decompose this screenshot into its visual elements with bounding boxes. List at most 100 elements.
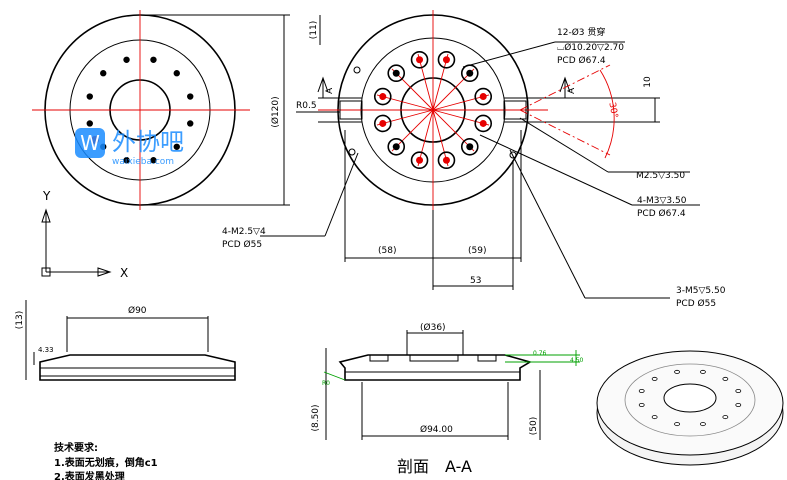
front-rays — [376, 53, 490, 167]
dim-13: (13) — [15, 311, 25, 329]
dim-d36: (Ø36) — [420, 322, 446, 333]
watermark-sub: waixieba.com — [112, 157, 174, 167]
counterbore-hole — [460, 137, 479, 156]
hole-center — [442, 56, 450, 64]
counterbore-hole — [373, 114, 392, 133]
back-hole — [86, 93, 93, 100]
dim-d90: Ø90 — [128, 305, 147, 316]
dim-30deg: 30° — [606, 102, 619, 119]
dim-433: 4.33 — [38, 346, 54, 354]
back-hole — [123, 157, 130, 164]
callout-m25b-1: 4-M2.5▽4 — [222, 227, 266, 237]
side-view-left: Ø90 (13) 4.33 — [15, 300, 236, 381]
back-hole — [173, 70, 180, 77]
back-hole — [150, 157, 157, 164]
counterbore-hole — [437, 151, 456, 170]
dim-58: (58) — [378, 246, 396, 256]
iso-holes — [638, 369, 742, 427]
hole-center — [479, 119, 487, 127]
isometric-view — [596, 350, 784, 466]
section-title: 剖面 A-A — [397, 457, 472, 476]
counterbore-hole — [474, 114, 493, 133]
hole-center — [466, 143, 474, 151]
section-mark-left: A — [325, 87, 335, 94]
front-ray — [432, 109, 490, 126]
front-ray — [376, 109, 434, 126]
hole-center — [392, 69, 400, 77]
dim-d120: (Ø120) — [270, 96, 281, 127]
front-ray — [432, 53, 449, 111]
iso-hole — [722, 415, 729, 420]
counterbore-hole — [437, 50, 456, 69]
dim-59: (59) — [468, 246, 486, 256]
front-ray — [391, 68, 434, 111]
counterbore-hole — [387, 137, 406, 156]
tech-item-2: 2.表面发黑处理 — [54, 470, 125, 480]
hole-center — [392, 143, 400, 151]
hole-center — [479, 93, 487, 101]
front-ray — [432, 109, 475, 152]
iso-hole — [638, 389, 645, 394]
counterbore-hole — [410, 50, 429, 69]
front-ray — [376, 94, 434, 111]
front-ray — [432, 109, 449, 167]
hole-center — [379, 119, 387, 127]
front-ray — [417, 109, 434, 167]
hole-center — [416, 56, 424, 64]
front-ray — [417, 53, 434, 111]
axis-x-label: X — [120, 266, 128, 280]
callout-m25b-2: PCD Ø55 — [222, 239, 262, 250]
tech-requirements: 技术要求: 1.表面无划痕，倒角c1 2.表面发黑处理 — [54, 441, 158, 480]
iso-hole — [638, 402, 645, 407]
iso-hole — [722, 376, 729, 381]
iso-hole — [735, 389, 742, 394]
section-mark-right: A — [567, 87, 577, 94]
back-hole — [100, 70, 107, 77]
watermark-logo-icon: W — [80, 131, 100, 155]
hole-spec-3: PCD Ø67.4 — [557, 55, 606, 66]
back-hole — [187, 93, 194, 100]
back-hole — [173, 143, 180, 150]
dim-50: (50) — [529, 417, 539, 435]
front-ray — [391, 109, 434, 152]
watermark-text: 外协吧 — [112, 128, 184, 156]
dim-10: 10 — [643, 76, 653, 88]
iso-hole — [700, 369, 706, 374]
callout-m5-1: 3-M5▽5.50 — [676, 286, 726, 296]
axis-y-label: Y — [42, 189, 51, 203]
iso-hole — [674, 369, 680, 374]
callout-m25: M2.5▽3.50 — [636, 171, 685, 181]
back-hole — [123, 56, 130, 63]
watermark: W 外协吧 waixieba.com — [75, 128, 184, 167]
hole-center — [442, 156, 450, 164]
iso-hole — [700, 422, 706, 427]
callout-m3-1: 4-M3▽3.50 — [637, 196, 687, 206]
hole-spec-1: 12-Ø3 贯穿 — [557, 26, 605, 38]
front-ray — [432, 68, 475, 111]
tech-title: 技术要求: — [54, 441, 98, 454]
front-ray — [432, 94, 490, 111]
dim-11: (11) — [309, 21, 319, 39]
dim-r0: R0 — [322, 380, 330, 387]
dim-53: 53 — [470, 276, 481, 286]
counterbore-hole — [373, 87, 392, 106]
back-hole — [150, 56, 157, 63]
dim-850: (8.50) — [311, 404, 321, 431]
tech-item-1: 1.表面无划痕，倒角c1 — [54, 456, 158, 469]
section-view: (Ø36) Ø94.00 (8.50) (50) 0.76 4.50 R0 剖面… — [311, 322, 584, 476]
back-hole — [86, 120, 93, 127]
iso-hole — [674, 422, 680, 427]
dim-450: 4.50 — [570, 357, 584, 364]
iso-hole — [735, 402, 742, 407]
dim-076: 0.76 — [533, 350, 547, 357]
dim-r05: R0.5 — [296, 101, 317, 111]
back-hole — [187, 120, 194, 127]
iso-hole — [651, 415, 658, 420]
counterbore-hole — [474, 87, 493, 106]
iso-hole — [651, 376, 658, 381]
callout-m3-2: PCD Ø67.4 — [637, 208, 686, 219]
hole-center — [416, 156, 424, 164]
axis-symbol: Y X — [41, 189, 128, 280]
back-view: (Ø120) — [32, 10, 290, 210]
